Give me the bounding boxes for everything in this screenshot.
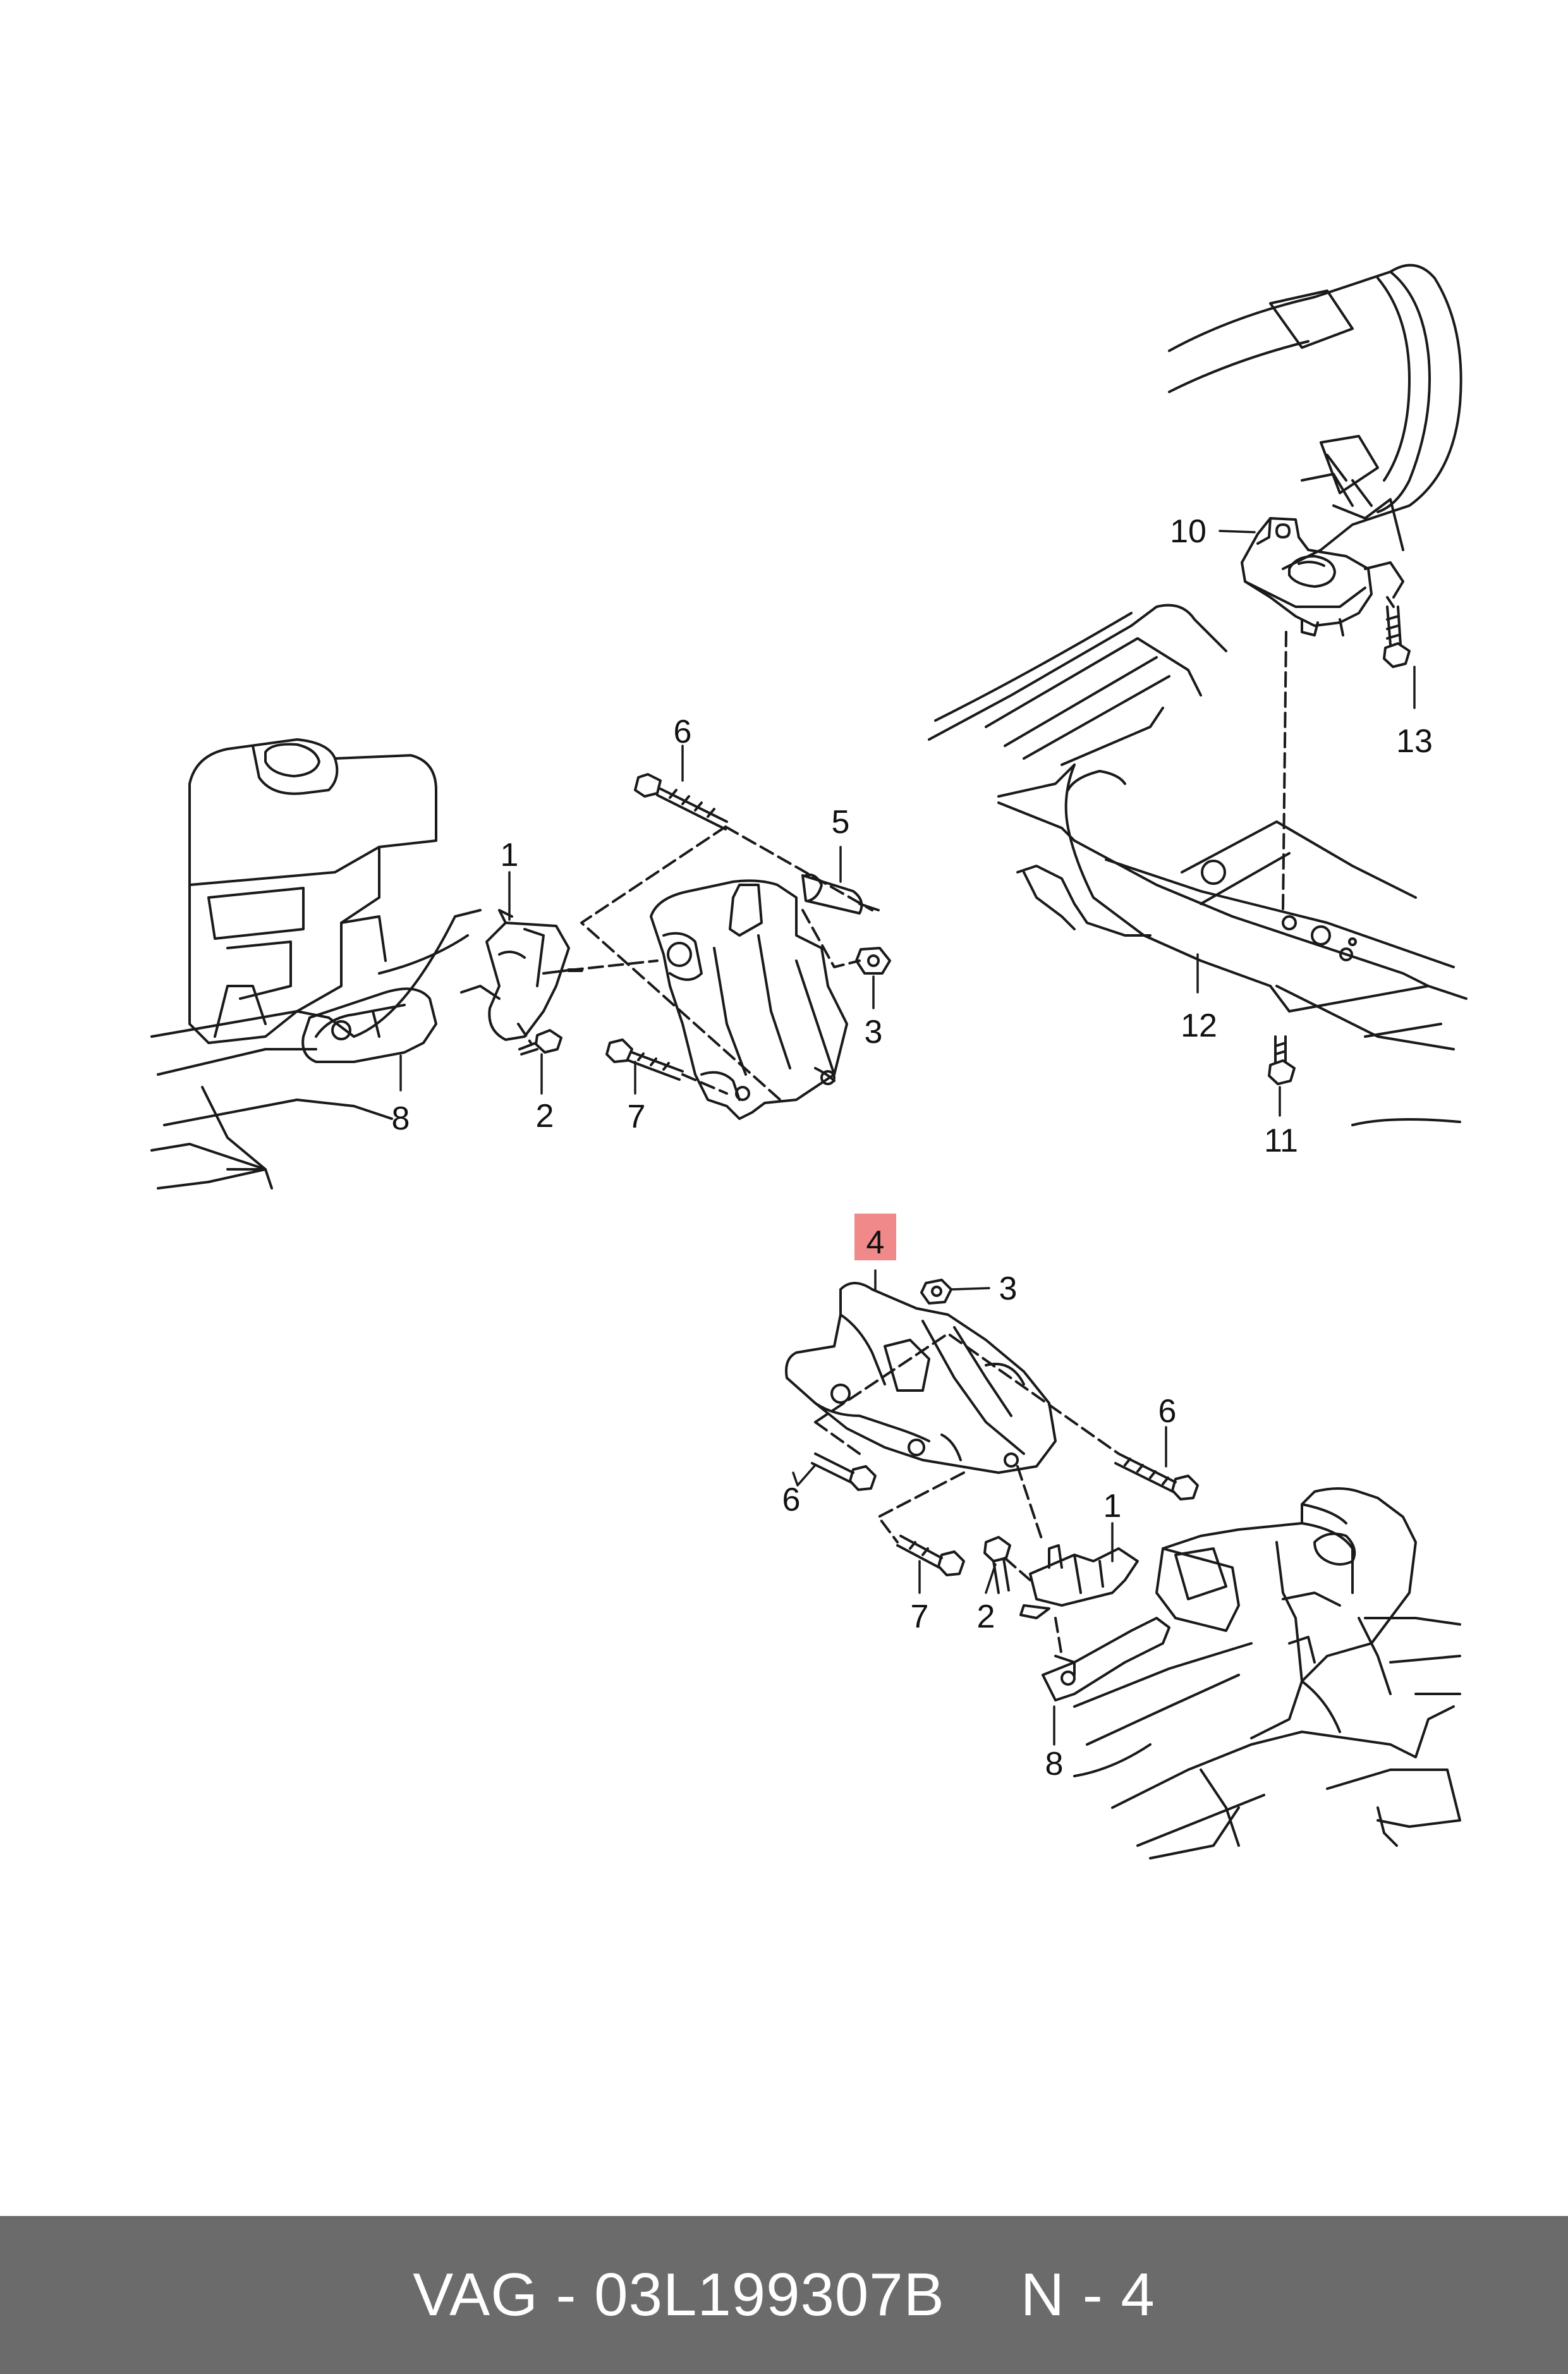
left-bolt-7	[605, 1038, 684, 1081]
left-subframe	[150, 909, 482, 1190]
callout-11: 11	[1264, 1123, 1298, 1159]
callout-1-left: 1	[501, 837, 519, 874]
subframe-bolt-11	[1268, 1035, 1296, 1085]
left-mount-1	[460, 909, 583, 1041]
callout-8-left: 8	[392, 1100, 410, 1137]
left-bolt-6	[634, 773, 728, 831]
bottom-dashed-guides	[814, 1332, 1120, 1657]
bottom-subframe	[1073, 1617, 1461, 1860]
left-bolt-2	[518, 1029, 562, 1056]
left-dashed-guides	[517, 825, 873, 1104]
callout-5: 5	[832, 804, 850, 841]
callout-13: 13	[1396, 723, 1433, 760]
bottom-mount-1	[1019, 1544, 1139, 1619]
callout-6-bottom-left: 6	[782, 1482, 801, 1518]
bottom-engine-block	[1155, 1487, 1417, 1739]
transmission-bolt-13	[1383, 606, 1411, 668]
bottom-nut-3	[920, 1279, 952, 1305]
callout-7-bottom: 7	[911, 1598, 929, 1635]
left-engine-block	[188, 738, 437, 1044]
callout-10: 10	[1170, 513, 1206, 550]
right-dashed-guides	[1282, 596, 1395, 911]
left-nut-3	[855, 947, 891, 975]
bottom-bolt-7	[896, 1535, 965, 1576]
highlight-box	[854, 1214, 896, 1260]
bottom-bolt-6-left	[811, 1452, 877, 1491]
footer-bar: VAG - 03L199307B N - 4	[0, 2216, 1568, 2374]
transmission-mount-10	[1241, 517, 1404, 636]
callout-1-bottom: 1	[1103, 1488, 1122, 1525]
callout-3-left: 3	[865, 1014, 883, 1050]
transmission-housing	[1168, 264, 1462, 570]
callout-12: 12	[1181, 1007, 1217, 1044]
callout-4-highlighted: 4	[866, 1224, 885, 1261]
callout-6-left: 6	[674, 714, 692, 750]
left-carrier-bracket-8	[301, 987, 437, 1063]
bottom-engine-bracket-4	[785, 1282, 1057, 1474]
leader-lines	[399, 530, 1416, 1746]
callout-labels: 1 2 3 5 6 7 8 10 11 12 13 4 3 6 6 1 2 7 …	[392, 513, 1433, 1782]
bottom-bolt-6-right	[1114, 1452, 1199, 1500]
callout-6-bottom-right: 6	[1158, 1393, 1177, 1430]
callout-2-left: 2	[536, 1098, 554, 1135]
exploded-parts-diagram: 1 2 3 5 6 7 8 10 11 12 13 4 3 6 6 1 2 7 …	[150, 264, 1468, 1860]
part-number: VAG - 03L199307B	[413, 2261, 945, 2328]
callout-2-bottom: 2	[977, 1598, 995, 1635]
left-engine-bracket-4	[650, 879, 848, 1120]
callout-8-bottom: 8	[1045, 1746, 1064, 1782]
callout-3-bottom: 3	[999, 1270, 1018, 1307]
callout-7-left: 7	[628, 1099, 646, 1135]
bottom-carrier-bracket-8	[1042, 1617, 1170, 1701]
diagram-index: N - 4	[1020, 2261, 1155, 2328]
subframe-crossmember-12	[928, 604, 1468, 1126]
